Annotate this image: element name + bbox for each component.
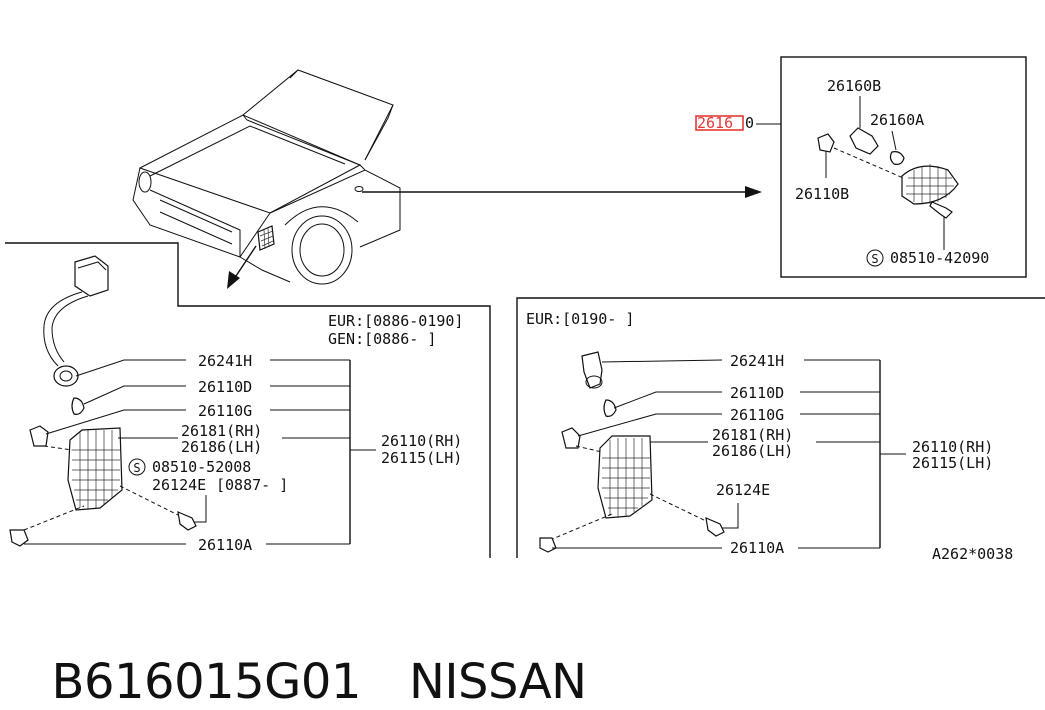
bulb-icon	[603, 399, 617, 417]
grommet-icon	[29, 425, 49, 447]
bulb-icon	[889, 151, 905, 165]
part-26110B[interactable]: 26110B	[795, 185, 849, 203]
bulb-socket-icon	[849, 127, 879, 155]
part-26124E[interactable]: 26124E	[716, 481, 770, 499]
part-26110D[interactable]: 26110D	[198, 378, 252, 396]
standard-part-symbol: S	[133, 461, 140, 475]
part-26124E[interactable]: 26124E	[152, 476, 206, 494]
screw-icon	[929, 201, 953, 219]
footer-part-number: B616015G01	[51, 654, 362, 710]
right-panel: EUR:[0190- ] 26241H 26110D 26110G 26181(…	[516, 297, 1045, 563]
assembly-26110-rh[interactable]: 26110(RH)	[912, 438, 993, 456]
screw-icon	[177, 511, 197, 531]
part-26110G[interactable]: 26110G	[198, 402, 252, 420]
top-callout: 2616 0 26160B 26160A 26110B S 08510-4209…	[695, 56, 1027, 278]
clip-icon	[817, 133, 835, 153]
socket-icon	[53, 365, 79, 387]
left-applicability-gen: GEN:[0886- ]	[328, 330, 436, 348]
side-lamp-body-icon	[67, 427, 123, 511]
part-26124E-date: [0887- ]	[216, 476, 288, 494]
socket-icon	[581, 351, 603, 389]
part-26186-lh[interactable]: 26186(LH)	[712, 442, 793, 460]
assembly-26115-lh[interactable]: 26115(LH)	[381, 449, 462, 467]
screw-icon	[705, 517, 725, 537]
part-26110A[interactable]: 26110A	[198, 536, 252, 554]
assembly-26110-rh[interactable]: 26110(RH)	[381, 432, 462, 450]
part-26110G[interactable]: 26110G	[730, 406, 784, 424]
part-08510-52008[interactable]: 08510-52008	[152, 458, 251, 476]
part-26110A[interactable]: 26110A	[730, 539, 784, 557]
footer-caption: B616015G01 NISSAN	[22, 598, 588, 710]
part-26110D[interactable]: 26110D	[730, 384, 784, 402]
bulb-icon	[71, 397, 85, 415]
left-panel: EUR:[0886-0190] GEN:[0886- ] 26241H 2611…	[5, 242, 491, 558]
right-applicability-eur: EUR:[0190- ]	[526, 310, 634, 328]
drawing-code: A262*0038	[932, 545, 1013, 563]
standard-part-symbol: S	[871, 252, 878, 266]
highlighted-reference-suffix: 0	[745, 114, 754, 132]
connector-icon	[74, 255, 109, 297]
footer-brand: NISSAN	[408, 654, 587, 710]
part-26241H[interactable]: 26241H	[198, 352, 252, 370]
part-26160A[interactable]: 26160A	[870, 111, 924, 129]
left-applicability-eur: EUR:[0886-0190]	[328, 312, 463, 330]
part-26181-rh[interactable]: 26181(RH)	[181, 422, 262, 440]
assembly-26115-lh[interactable]: 26115(LH)	[912, 454, 993, 472]
part-08510-42090[interactable]: 08510-42090	[890, 249, 989, 267]
parts-diagram: 2616 0 26160B 26160A 26110B S 08510-4209…	[5, 56, 1045, 563]
vehicle-illustration	[132, 69, 762, 289]
highlighted-reference-box[interactable]	[695, 115, 744, 131]
side-lamp-body-icon	[597, 435, 653, 519]
part-26186-lh[interactable]: 26186(LH)	[181, 438, 262, 456]
screw-icon	[9, 529, 29, 547]
highlighted-reference: 2616	[697, 114, 733, 132]
grommet-icon	[561, 427, 581, 449]
part-26160B[interactable]: 26160B	[827, 77, 881, 95]
part-26241H[interactable]: 26241H	[730, 352, 784, 370]
part-26181-rh[interactable]: 26181(RH)	[712, 426, 793, 444]
screw-icon	[539, 537, 557, 553]
